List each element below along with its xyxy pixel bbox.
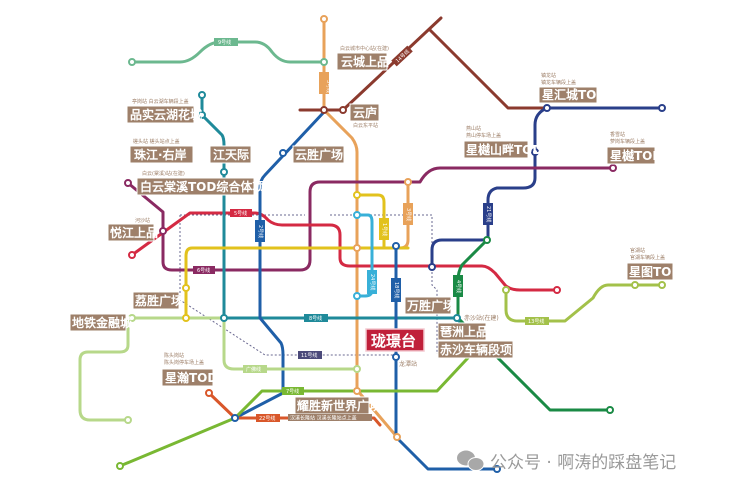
line-3b-label: 3号线 <box>405 208 412 221</box>
station-name: 珠江·右岸 <box>134 147 187 162</box>
station-sub: 官湖车辆段上盖 <box>630 254 665 261</box>
line-6 <box>126 166 615 272</box>
station-sub: 河沙站 <box>135 217 150 224</box>
station-sub: 白云城市中心站(在建) <box>340 45 389 52</box>
station-sub: 槎头站 槎头站点上盖 <box>133 138 180 145</box>
station-xinghui[interactable]: 镇龙站 镇龙车辆段上盖 星汇城TOD <box>538 72 606 104</box>
station-name: 赤沙车辆段项目 <box>440 342 524 357</box>
line-8-north <box>200 93 226 320</box>
line-2-label: 2号线 <box>257 225 264 238</box>
station-xingtu[interactable]: 官湖站 官湖车辆段上盖 星图TOD <box>626 247 681 281</box>
station-name: 万胜广场 <box>406 298 455 313</box>
station-sub: 白云东平站 <box>353 122 378 129</box>
line-13-label: 13号线 <box>528 318 544 325</box>
station-name: 悦江上品 <box>110 225 158 240</box>
station-name: 云胜广场 <box>295 147 343 162</box>
watermark: 公众号 · 啊涛的踩盘笔记 <box>457 450 676 473</box>
station-sub: 燕山站 <box>466 125 481 132</box>
guangfo-line-label: 广佛线 <box>246 366 261 373</box>
station-lisheng[interactable]: 荔胜广场 <box>132 291 183 310</box>
station-jiangtianji[interactable]: 江天际 <box>209 145 252 164</box>
station-zhujiang[interactable]: 槎头站 槎头站点上盖 珠江·右岸 <box>129 138 194 164</box>
line-1 <box>184 193 410 320</box>
station-yunsheng[interactable]: 云胜广场 <box>292 145 345 164</box>
station-xinghan[interactable]: 陈头岗站 陈头岗停车场上盖 星瀚TOD <box>161 352 217 387</box>
station-name: 琶洲上品 <box>440 324 488 339</box>
line-8-label: 8号线 <box>309 315 322 322</box>
line-4-label: 4号线 <box>455 280 462 293</box>
line-18-label: 18号线 <box>393 282 400 298</box>
station-name: 云庐 <box>353 105 377 120</box>
station-name: 星图TOD <box>629 265 681 279</box>
line-21 <box>430 106 664 269</box>
line-7 <box>118 343 482 468</box>
station-name: 珑璟台 <box>371 332 416 350</box>
station-name: 地铁金融城 <box>72 315 132 330</box>
station-name: 白云棠溪TOD综合体项目 <box>140 179 276 194</box>
station-sub: 萝岗车辆段上盖 <box>610 138 645 145</box>
line-24-label: 24号线 <box>369 274 376 290</box>
station-name: 江天际 <box>213 147 249 162</box>
station-name: 荔胜广场 <box>134 293 183 308</box>
chisha-station-label: 赤沙站(在建) <box>464 314 499 322</box>
station-jinrongcheng[interactable]: 地铁金融城 <box>69 313 132 332</box>
line-11-label: 11号线 <box>301 352 317 359</box>
station-sub: 陈头岗站 <box>164 352 184 359</box>
line-2 <box>233 110 326 420</box>
station-name: 云城上品 <box>341 54 389 69</box>
watermark-text: 公众号 · 啊涛的踩盘笔记 <box>490 453 676 473</box>
line-5-label: 5号线 <box>234 210 247 217</box>
station-name: 品实云湖花城 <box>130 107 202 122</box>
station-sub: 汉溪长隆站 汉溪长隆站点上盖 <box>290 415 357 422</box>
station-xingyueshan[interactable]: 燕山站 燕山停车场上盖 星樾山畔TOD <box>463 125 542 159</box>
line-9-label: 9号线 <box>218 39 231 46</box>
station-sub: 亭岗站 白云湖车辆段上盖 <box>132 98 189 105</box>
line-3-label: 3号线 <box>325 80 332 93</box>
line-5 <box>130 211 559 292</box>
station-wansheng[interactable]: 万胜广场 <box>404 296 455 315</box>
station-name: 星瀚TOD <box>165 370 217 385</box>
station-name: 耀胜新世界广场 <box>296 398 381 413</box>
line-7-label: 7号线 <box>286 388 299 395</box>
station-sub: 官湖站 <box>630 247 645 254</box>
station-name: 星樾TOD <box>610 148 662 163</box>
line-24 <box>355 213 374 298</box>
station-pinshi[interactable]: 亭岗站 白云湖车辆段上盖 品实云湖花城 <box>126 98 202 124</box>
station-sub: 燕山停车场上盖 <box>466 132 501 139</box>
station-name: 星樾山畔TOD <box>466 142 542 157</box>
station-sub: 白云(棠溪)站(在建) <box>142 170 185 177</box>
station-yunlu[interactable]: 云庐 白云东平站 <box>349 103 380 129</box>
station-sub: 镇龙车辆段上盖 <box>541 79 576 86</box>
line-1-label: 1号线 <box>381 223 388 236</box>
wechat-icon <box>457 450 485 471</box>
station-xingyue[interactable]: 香雪站 萝岗车辆段上盖 星樾TOD <box>606 131 662 165</box>
station-yuejiang[interactable]: 河沙站 悦江上品 <box>107 217 158 242</box>
line-13 <box>504 283 664 323</box>
line-6-label: 6号线 <box>197 267 210 274</box>
station-chisha[interactable]: 赤沙车辆段项目 <box>437 340 524 359</box>
station-sub: 镇龙站 <box>541 72 556 79</box>
line-22-label: 22号线 <box>259 415 275 422</box>
longtan-station-label: 龙潭站 <box>399 360 417 368</box>
station-yuncheng[interactable]: 白云城市中心站(在建) 云城上品 <box>336 45 389 71</box>
line-21-label: 21号线 <box>485 206 492 222</box>
station-nodes <box>116 15 666 473</box>
station-sub: 陈头岗停车场上盖 <box>164 359 204 366</box>
line-4 <box>456 238 612 412</box>
station-baiyun[interactable]: 白云(棠溪)站(在建) 白云棠溪TOD综合体项目 <box>136 170 276 196</box>
station-sub: 香雪站 <box>610 131 625 138</box>
station-name: 星汇城TOD <box>542 87 606 102</box>
station-yaosheng[interactable]: 耀胜新世界广场 汉溪长隆站 汉溪长隆站点上盖 <box>288 396 381 422</box>
station-pazhou[interactable]: 琶洲上品 <box>437 322 488 341</box>
station-longjingtai-highlight[interactable]: 珑璟台 <box>365 328 425 352</box>
line-guangfo <box>78 316 359 422</box>
line-3 <box>322 17 399 439</box>
